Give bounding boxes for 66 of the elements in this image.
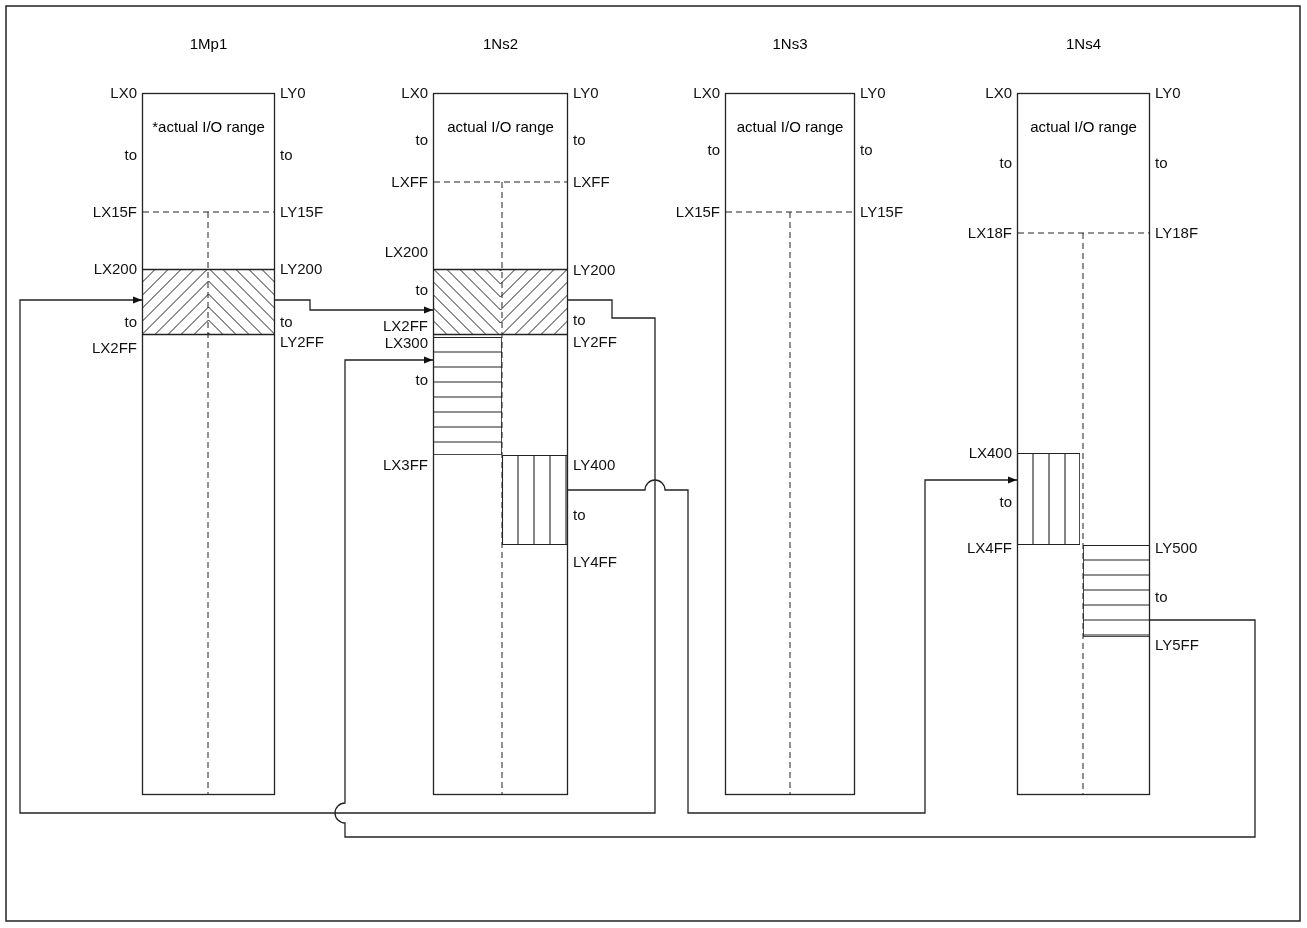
address-label: LY15F xyxy=(860,204,904,220)
address-label: LY2FF xyxy=(573,334,617,350)
address-label: LX400 xyxy=(968,445,1012,461)
address-label: LY500 xyxy=(1155,540,1198,556)
address-label: LXFF xyxy=(573,174,610,190)
address-label: LX300 xyxy=(384,335,428,351)
vertical-striped-region xyxy=(502,455,568,545)
address-label: LY4FF xyxy=(573,554,617,570)
address-label: LX200 xyxy=(384,244,428,260)
column-heading: 1Ns4 xyxy=(1065,35,1102,53)
address-label: LY0 xyxy=(1155,85,1181,101)
range-note: actual I/O range xyxy=(1029,118,1138,136)
address-label: LX4FF xyxy=(967,540,1012,556)
address-label: LY2FF xyxy=(280,334,324,350)
address-label: LY200 xyxy=(280,261,323,277)
column-heading: 1Mp1 xyxy=(188,35,229,53)
address-label: to xyxy=(707,142,720,158)
horizontal-striped-region xyxy=(1083,545,1150,637)
address-label: to xyxy=(124,147,137,163)
column-heading: 1Ns2 xyxy=(482,35,519,53)
address-label: to xyxy=(415,282,428,298)
address-label: to xyxy=(573,507,586,523)
address-label: to xyxy=(280,147,293,163)
range-note: *actual I/O range xyxy=(151,118,266,136)
hatched-region xyxy=(433,269,568,335)
address-label: LX2FF xyxy=(383,318,428,334)
address-label: to xyxy=(1155,589,1168,605)
address-label: LX2FF xyxy=(92,340,137,356)
address-label: LY18F xyxy=(1155,225,1199,241)
arrow xyxy=(334,356,1256,838)
horizontal-striped-region xyxy=(433,337,502,455)
address-label: to xyxy=(1155,155,1168,171)
address-label: to xyxy=(860,142,873,158)
hatched-region xyxy=(142,269,275,335)
arrow xyxy=(274,299,434,314)
address-label: LXFF xyxy=(391,174,428,190)
address-label: to xyxy=(999,155,1012,171)
address-label: LY200 xyxy=(573,262,616,278)
address-label: LY5FF xyxy=(1155,637,1199,653)
vertical-striped-region xyxy=(1017,453,1080,545)
address-label: LY0 xyxy=(860,85,886,101)
address-label: LX15F xyxy=(92,204,137,220)
address-label: to xyxy=(573,312,586,328)
arrow xyxy=(19,296,656,814)
address-label: LX18F xyxy=(967,225,1012,241)
range-note: actual I/O range xyxy=(735,118,845,136)
address-label: LX0 xyxy=(985,85,1012,101)
address-label: to xyxy=(280,314,293,330)
address-label: LX0 xyxy=(401,85,428,101)
column-heading: 1Ns3 xyxy=(771,35,809,53)
address-label: LY15F xyxy=(280,204,324,220)
address-label: to xyxy=(415,132,428,148)
address-label: LX0 xyxy=(110,85,137,101)
range-note: actual I/O range xyxy=(446,118,555,136)
address-label: LX15F xyxy=(675,204,720,220)
address-label: LY400 xyxy=(573,457,616,473)
address-label: LX3FF xyxy=(383,457,428,473)
address-label: LY0 xyxy=(280,85,306,101)
address-label: LY0 xyxy=(573,85,599,101)
address-label: LX200 xyxy=(93,261,137,277)
address-label: LX0 xyxy=(693,85,720,101)
address-label: to xyxy=(415,372,428,388)
address-label: to xyxy=(124,314,137,330)
address-label: to xyxy=(999,494,1012,510)
address-label: to xyxy=(573,132,586,148)
arrow xyxy=(567,476,1018,814)
